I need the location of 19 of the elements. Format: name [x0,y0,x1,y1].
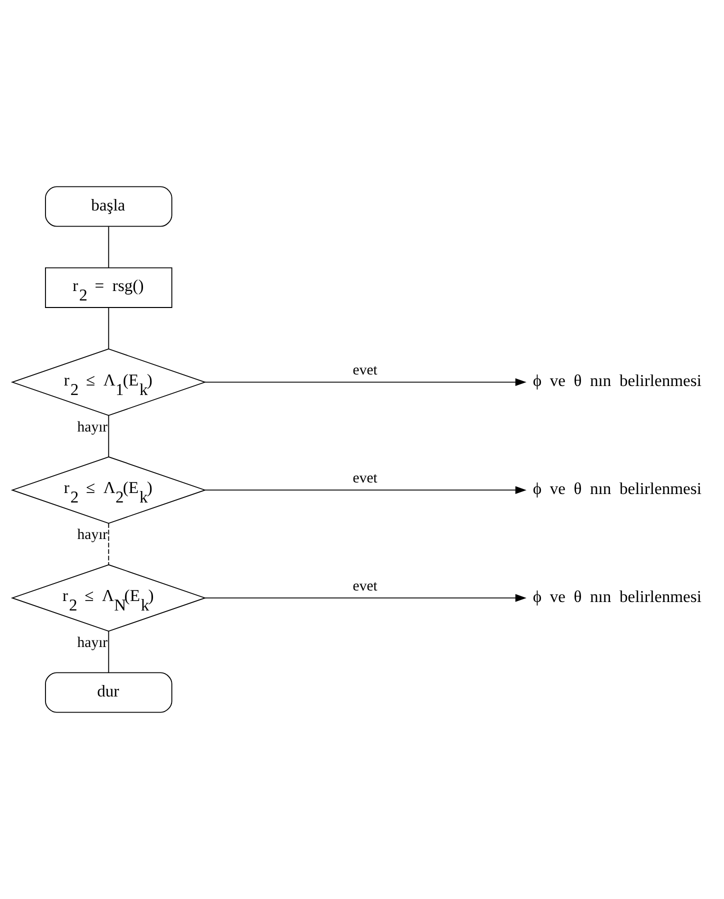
node-text: ϕ ve θ nın belirlenmesi [532,479,702,498]
connector [108,226,110,268]
edge-label: hayır [77,635,108,652]
connector [108,630,110,673]
node-text: ϕ ve θ nın belirlenmesi [532,587,702,606]
edge-label: hayır [77,419,108,436]
edge-label: evet [352,470,378,487]
node-text: ϕ ve θ nın belirlenmesi [532,371,702,390]
connector [108,307,110,350]
arrow [204,378,526,386]
edge-label: evet [352,578,378,594]
connector [108,522,110,565]
arrow [204,594,526,602]
edge-label: evet [352,362,378,379]
connector [108,415,110,458]
arrow [204,486,526,494]
edge-label: hayır [77,527,108,544]
node-box: başla [45,186,172,227]
node-box: dur [45,672,172,713]
